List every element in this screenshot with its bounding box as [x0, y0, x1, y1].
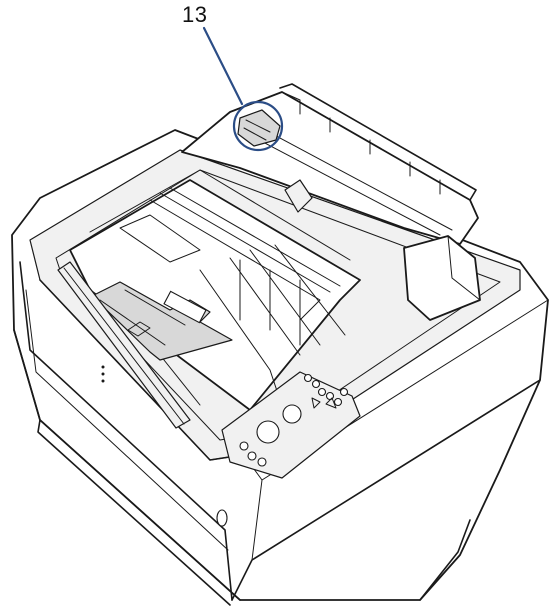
pick-roller: [237, 109, 281, 147]
callout-13: [202, 26, 284, 152]
paper-chute: [69, 169, 361, 411]
power-button: [216, 509, 228, 527]
left-feed-rail: [57, 261, 191, 429]
callout-number-13: 13: [182, 2, 208, 27]
roller-unit: [403, 235, 481, 321]
paper-guide: [91, 281, 233, 361]
operator-panel: [221, 371, 361, 479]
